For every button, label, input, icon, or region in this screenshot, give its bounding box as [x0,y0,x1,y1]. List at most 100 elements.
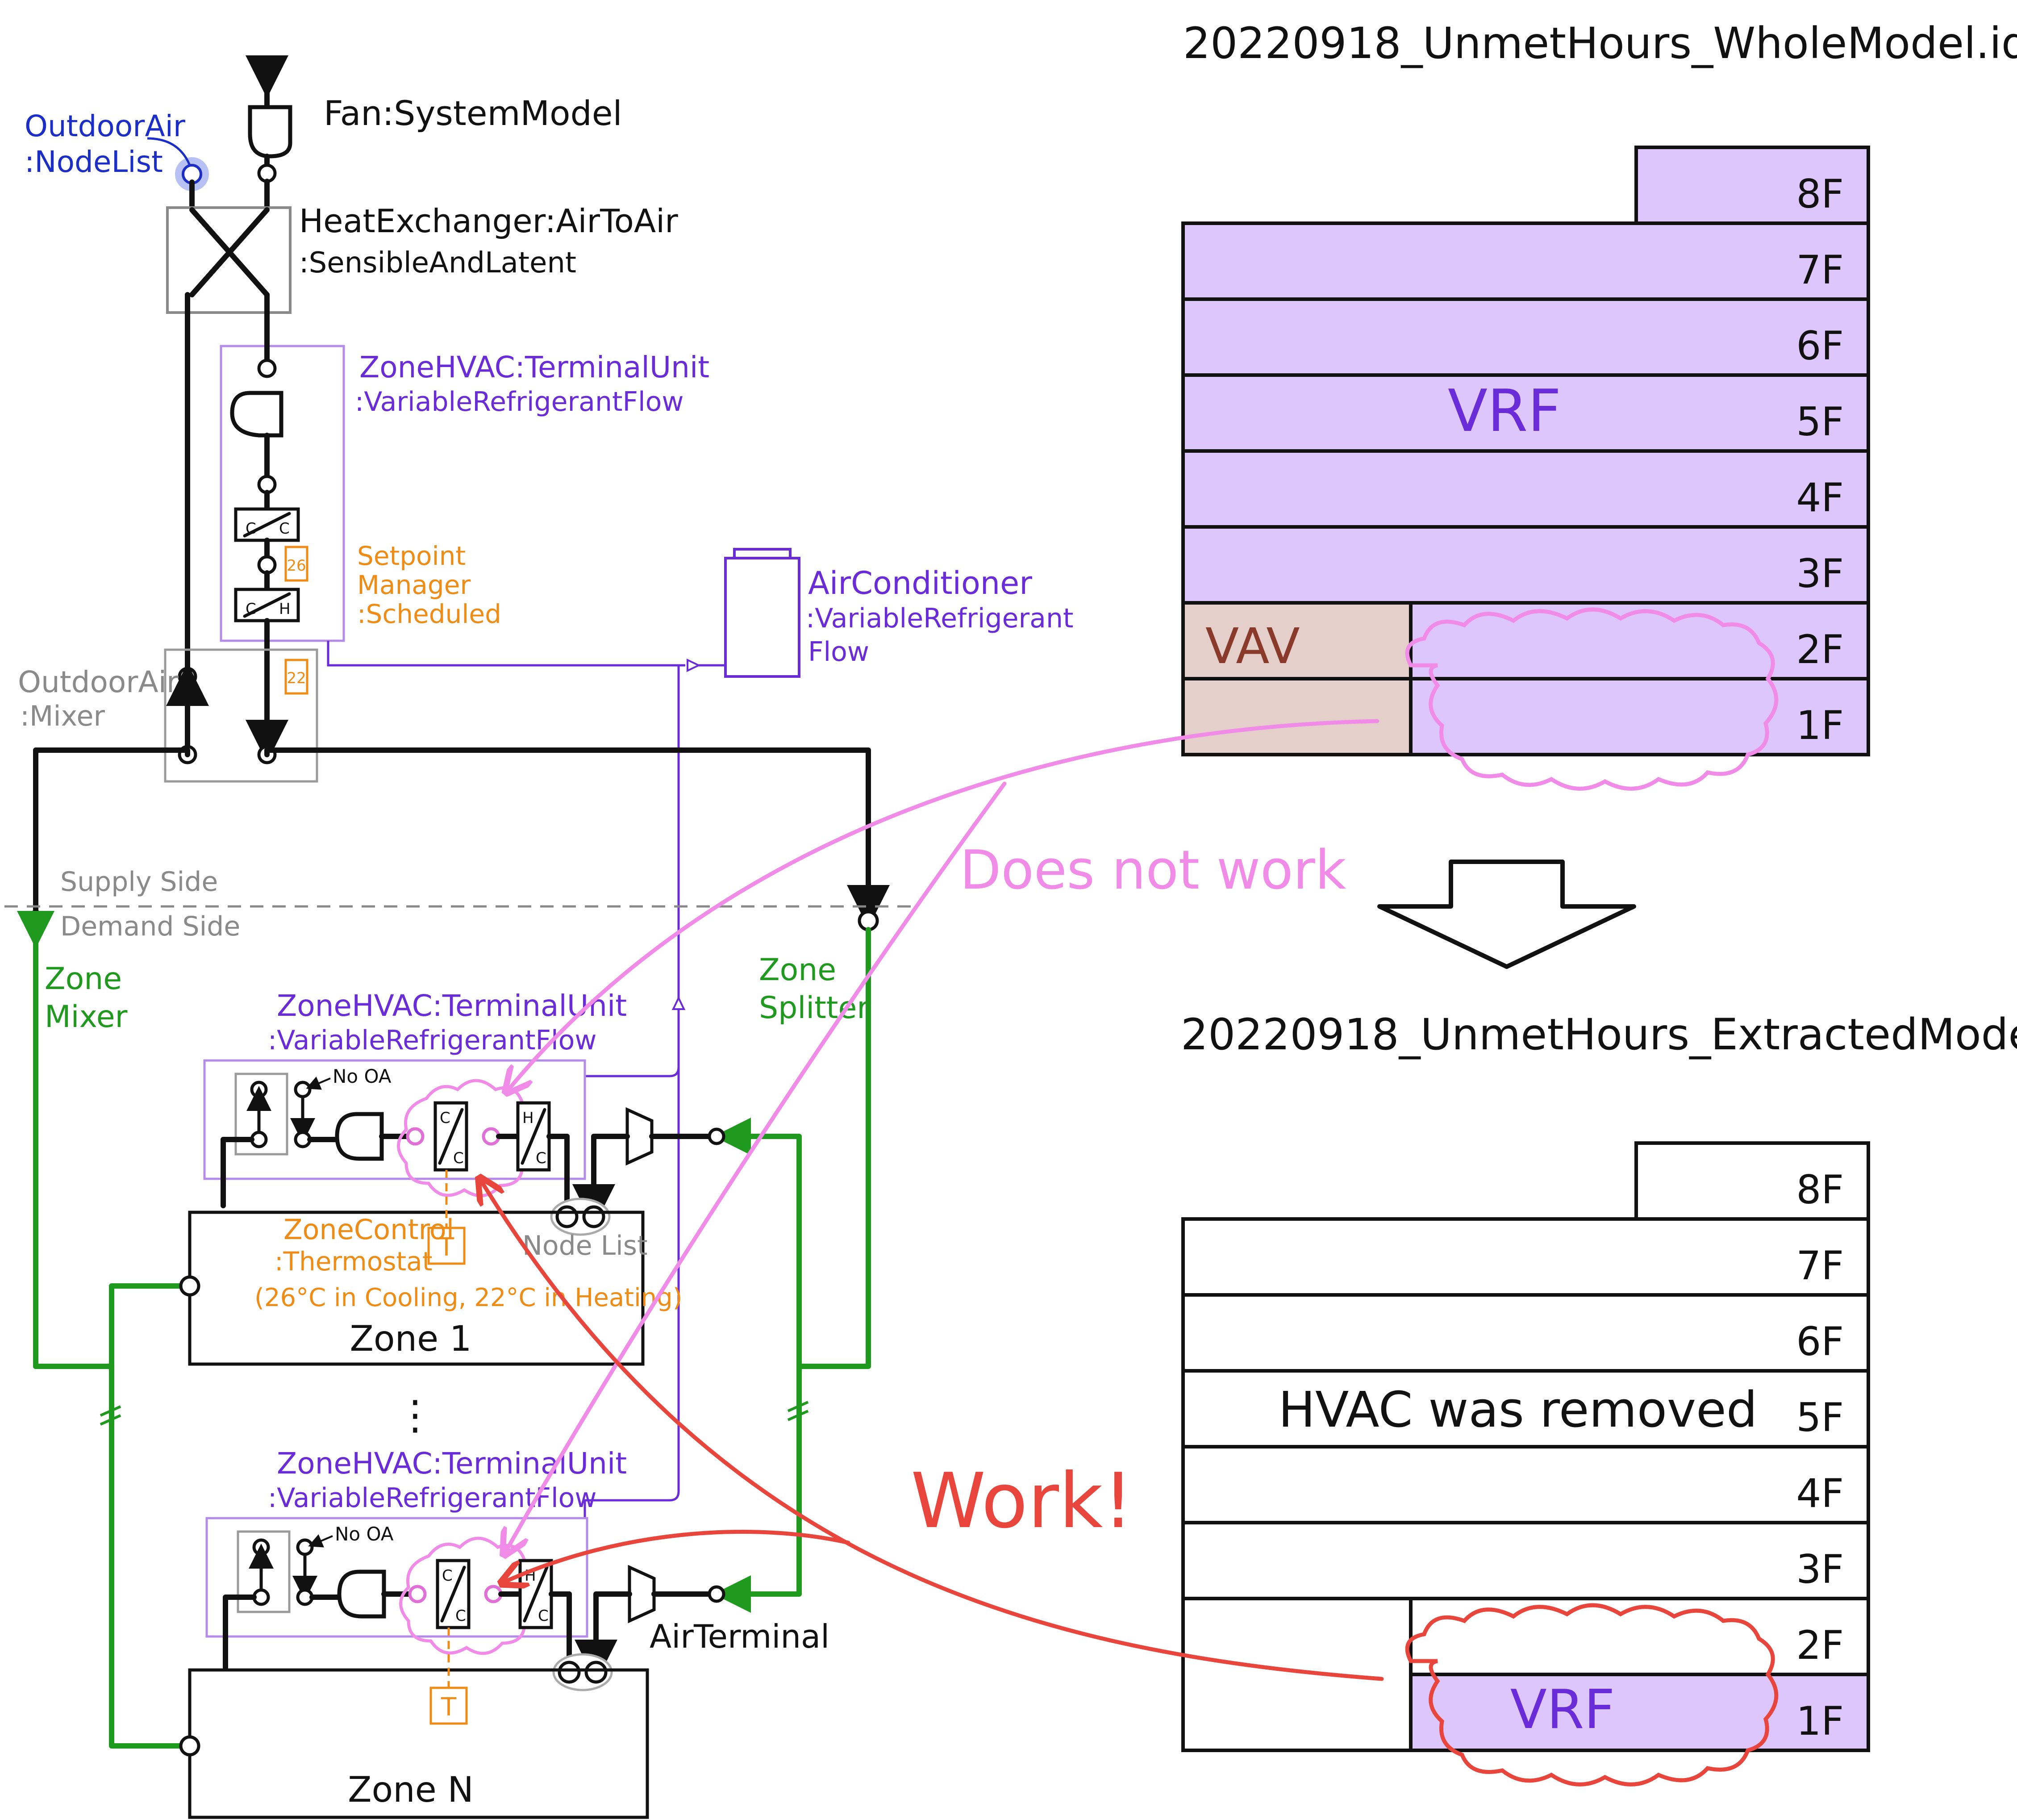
extracted-floor-3f [1181,1521,1870,1600]
extracted-floor-label-5f: 5F [1796,1394,1844,1440]
zonen-return-to-tu [223,1595,257,1670]
zone-control-label-line1: ZoneControl [283,1213,454,1246]
outdoor-air-mixer-label-line2: :Mixer [20,700,105,732]
refrigerant-trunk-connector-icon [671,996,686,1010]
setpoint-box-22 [284,659,308,695]
doas-cooling-coil-slash [243,512,291,538]
extracted-floor-4f [1181,1445,1870,1524]
zone1-oa-top-left-node [250,1081,268,1098]
whole-model-building: 20220918_UnmetHours_WholeModel.idf 8F 7F… [1181,18,2017,791]
does-not-work-label: Does not work [960,839,1346,902]
fan-icon [248,105,292,159]
zone1-cooling-coil-slash [438,1108,464,1165]
whole-floor-label-8f: 8F [1796,171,1844,217]
extracted-floor-label-7f: 7F [1796,1243,1844,1289]
zone1-node-list-node-b [582,1205,605,1228]
zone1-heating-coil-letter-c: C [536,1149,546,1167]
whole-floor-4f [1181,449,1870,529]
zonen-air-terminal-icon [628,1565,656,1624]
doas-cooling-coil-letter-b: C [279,520,290,538]
zonen-no-oa-label: No OA [335,1523,394,1545]
zone-splitter-break-b [787,1410,809,1421]
zone1-terminal-unit-label-line1: ZoneHVAC:TerminalUnit [277,989,627,1023]
supply-loop-duct [264,747,890,928]
zonen-air-terminal-inlet-node [708,1585,725,1603]
zonen-node-list-node-b [584,1661,608,1684]
zone-mixer-branch-zone1 [109,1283,186,1369]
zones-ellipsis: ⋮ [395,1392,435,1439]
outdoor-air-nodelist-line2: :NodeList [25,145,163,179]
extracted-floor-label-4f: 4F [1796,1470,1844,1516]
zone1-terminal-unit-box [203,1059,586,1180]
zone1-oa-top-right-node [294,1081,312,1098]
doas-heating-coil-letter-c: C [246,600,256,618]
zone1-cc-inlet-node [406,1127,425,1146]
whole-floor-label-1f: 1F [1796,702,1844,748]
extracted-floor-label-8f: 8F [1796,1167,1844,1213]
zonen-oa-top-right-node [296,1538,314,1556]
whole-floor-label-7f: 7F [1796,247,1844,293]
refrigerant-branch-zonen [583,1491,680,1518]
extracted-floor-label-6f: 6F [1796,1319,1844,1365]
supply-side-label: Supply Side [60,866,218,897]
outdoor-air-mixer-box [164,648,318,783]
zone-mixer-label-line2: Mixer [45,999,128,1035]
zone-splitter-label-line2: Splitter [759,990,869,1026]
zonen-fan-icon [337,1570,386,1619]
doas-cooling-coil-letter-a: C [246,520,256,538]
extracted-vrf-label: VRF [1510,1679,1615,1741]
zonen-thermostat-box [429,1686,468,1725]
setpoint-manager-label-line3: :Scheduled [357,599,501,629]
extracted-floor-label-3f: 3F [1796,1546,1844,1592]
outdoor-air-pointer [147,137,191,166]
zone1-thermostat-symbol: T [438,1233,454,1262]
zone1-fan-icon [335,1112,384,1161]
extracted-model-title: 20220918_UnmetHours_ExtractedModel.idf [1181,1010,2017,1060]
zonen-no-oa-pointer [308,1534,333,1548]
doas-heating-coil-letter-h: H [279,600,291,618]
zone1-node-list-node-a [555,1205,579,1228]
zone1-return-node [179,1275,200,1297]
extracted-floor-6f [1181,1293,1870,1373]
setpoint-value-22: 22 [287,669,306,687]
zonen-cooling-coil-letter-b: C [455,1607,466,1625]
extracted-floor-5f [1181,1369,1870,1448]
zone-mixer-label-line1: Zone [45,961,122,997]
setpoint-manager-label-line1: Setpoint [357,541,466,571]
whole-floor-label-5f: 5F [1796,399,1844,445]
does-not-work-arrow-zone1 [507,719,1379,1092]
zone-control-label-line2: :Thermostat [275,1246,432,1277]
zonen-return-node [179,1735,200,1757]
outdoor-air-mixer-label-line1: OutdoorAir [18,665,179,699]
zone-mixer-break-b [100,1414,121,1426]
extracted-model-building: 20220918_UnmetHours_ExtractedModel.idf 8… [1181,1010,2017,1787]
setpoint-value-26: 26 [287,557,306,575]
zone-splitter-label-line1: Zone [759,952,836,988]
whole-vav-label: VAV [1205,618,1300,675]
extracted-1f-red-cloud [1405,1603,1779,1787]
whole-floor-label-6f: 6F [1796,323,1844,369]
zone-splitter-break-a [787,1401,809,1412]
air-terminal-label: AirTerminal [650,1618,829,1655]
zonen-terminal-unit-box [205,1517,588,1638]
refrigerant-connector-icon [687,658,701,672]
hvac-removed-label: HVAC was removed [1278,1381,1757,1438]
vrf-outdoor-unit [724,557,800,678]
zonen-label: Zone N [348,1770,474,1810]
work-arrow-zonen [502,1530,850,1583]
zone1-thermostat-box [427,1227,466,1265]
zone1-return-to-tu [221,1137,254,1208]
fan-label: Fan:SystemModel [324,93,622,133]
whole-floor-5f [1181,373,1870,453]
zonen-heating-coil-slash [523,1565,549,1623]
whole-floor-6f [1181,297,1870,377]
whole-floor-1f-vrf [1409,677,1870,756]
whole-floor-label-2f: 2F [1796,626,1844,672]
setpoint-box-26 [284,546,308,582]
doas-refrigerant-line [327,641,685,667]
whole-floor-7f [1181,221,1870,301]
doas-terminal-unit-label-line2: :VariableRefrigerantFlow [355,386,683,417]
doas-fan-inlet-node [257,359,277,378]
zonen-terminal-unit-label-line2: :VariableRefrigerantFlow [268,1482,596,1514]
doas-heating-coil-slash [243,592,291,618]
